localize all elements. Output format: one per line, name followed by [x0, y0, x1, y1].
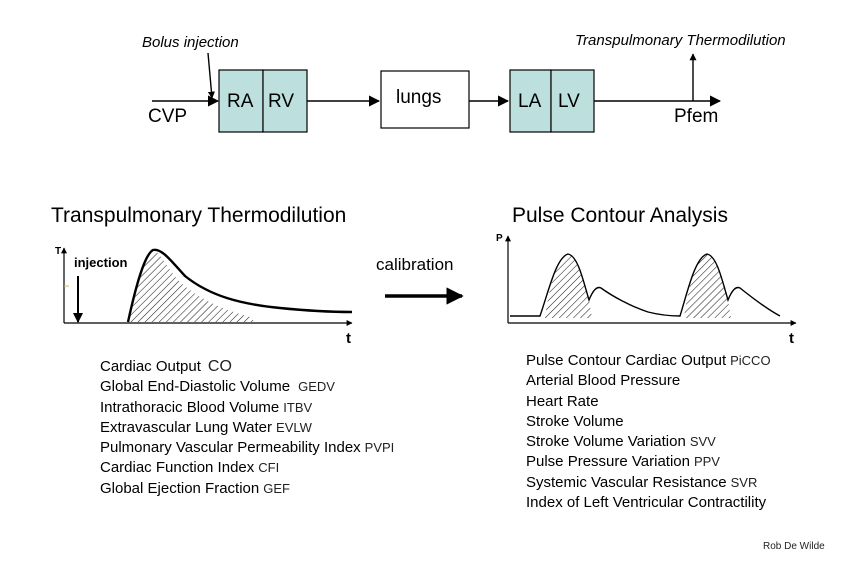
- pfem-label: Pfem: [674, 106, 719, 127]
- param-abbr: GEDV: [298, 379, 335, 395]
- box-rv-label: RV: [268, 91, 295, 112]
- credit-label: Rob De Wilde: [763, 541, 825, 552]
- pulse-waveform: [510, 253, 781, 317]
- param-name: Pulse Contour Cardiac Output: [526, 352, 727, 369]
- param-name: Extravascular Lung Water: [100, 418, 273, 436]
- param-abbr: PiCCO: [730, 353, 771, 368]
- param-abbr: GEF: [263, 480, 290, 496]
- param-abbr: ITBV: [283, 399, 313, 415]
- left-axis-y-label: T: [55, 246, 62, 257]
- param-abbr: SVR: [730, 474, 758, 490]
- bolus-arrow: [207, 52, 215, 99]
- box-lungs: [380, 70, 470, 129]
- param-name: Cardiac Output: [100, 358, 201, 375]
- param-row: Arterial Blood Pressure: [526, 371, 771, 391]
- param-row: Global End-Diastolic Volume GEDV: [100, 377, 394, 397]
- param-name: Heart Rate: [526, 392, 599, 410]
- param-name: Cardiac Function Index: [100, 459, 255, 477]
- pulse-hatched-area-1: [545, 254, 592, 318]
- param-abbr: SVV: [689, 434, 716, 450]
- param-abbr: PPV: [693, 454, 720, 470]
- left-param-list: Cardiac Output CO Global End-Diastolic Vo…: [100, 357, 394, 499]
- param-row: Stroke Volume: [526, 412, 771, 432]
- box-rv: [262, 69, 308, 133]
- param-row: Index of Left Ventricular Contractility: [526, 493, 771, 513]
- right-axis-y-label: P: [496, 233, 503, 244]
- param-name: Stroke Volume Variation: [526, 433, 686, 451]
- tpt-top-label: Transpulmonary Thermodilution: [575, 32, 786, 49]
- param-abbr: CFI: [258, 460, 280, 476]
- left-panel-title: Transpulmonary Thermodilution: [51, 204, 347, 227]
- bolus-injection-label: Bolus injection: [142, 34, 239, 51]
- param-name: Pulse Pressure Variation: [526, 453, 690, 471]
- param-name: Pulmonary Vascular Permeability Index: [100, 439, 361, 457]
- right-panel-title: Pulse Contour Analysis: [512, 204, 728, 227]
- param-name: Stroke Volume: [526, 412, 624, 430]
- param-name: Arterial Blood Pressure: [526, 372, 681, 390]
- param-name: Index of Left Ventricular Contractility: [526, 494, 767, 512]
- thermodilution-curve: [126, 248, 353, 323]
- param-row: Heart Rate: [526, 392, 771, 412]
- param-abbr: EVLW: [276, 419, 312, 435]
- box-la-label: LA: [518, 91, 542, 112]
- param-name: Global End-Diastolic Volume: [100, 378, 291, 396]
- calibration-label: calibration: [376, 255, 454, 274]
- pulse-hatched-area-2: [684, 254, 731, 318]
- box-lv-label: LV: [558, 91, 580, 112]
- left-axis-x-label: t: [346, 330, 351, 347]
- param-name: Systemic Vascular Resistance: [526, 473, 727, 491]
- param-abbr: PVPI: [364, 440, 395, 456]
- thermodilution-hatched-area: [128, 250, 255, 322]
- right-axis-x-label: t: [789, 330, 794, 347]
- box-la: [509, 69, 552, 133]
- cvp-label: CVP: [148, 106, 188, 127]
- injection-label: injection: [74, 255, 128, 270]
- param-name: Global Ejection Fraction: [100, 479, 260, 497]
- param-abbr: CO: [207, 358, 232, 375]
- param-name: Intrathoracic Blood Volume: [100, 398, 280, 416]
- param-row: Cardiac Output CO: [100, 357, 394, 377]
- box-lungs-label: lungs: [396, 87, 442, 108]
- box-ra-label: RA: [227, 91, 254, 112]
